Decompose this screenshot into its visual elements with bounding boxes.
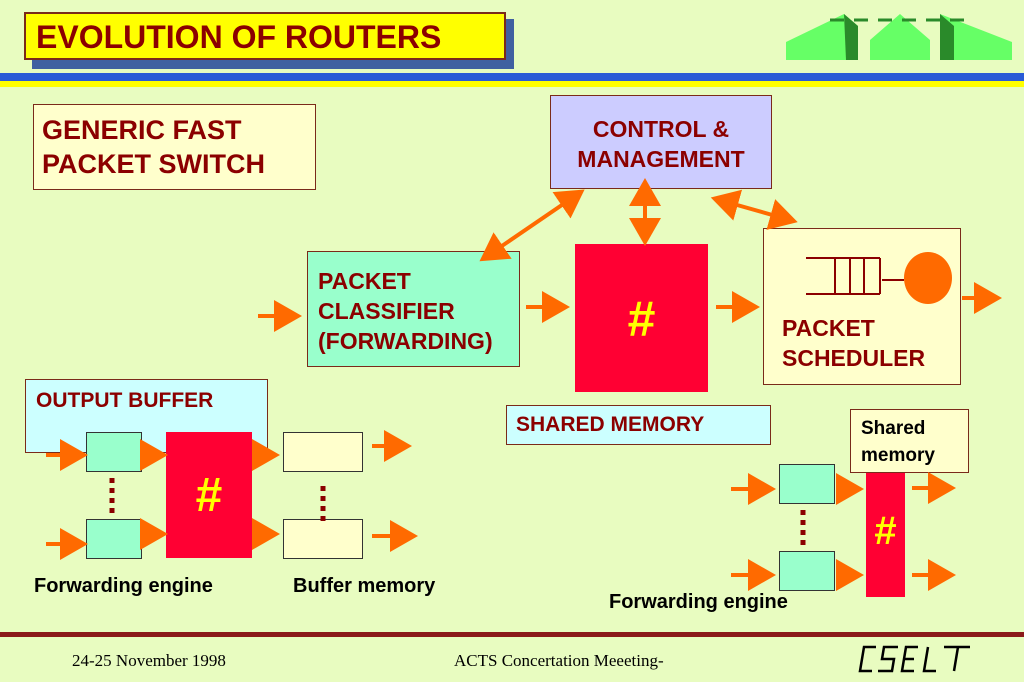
cselt-logo-icon	[858, 645, 970, 673]
control-line-1: CONTROL &	[592, 116, 730, 142]
buffer-memory-block-bottom	[283, 519, 363, 559]
scheduler-line-2: SCHEDULER	[782, 345, 926, 371]
forwarding-engine-label-left: Forwarding engine	[34, 575, 213, 597]
forwarding-engine-block-right-top	[779, 464, 835, 504]
generic-line-1: GENERIC FAST	[42, 115, 242, 145]
shared-small-line-2: memory	[861, 445, 935, 466]
classifier-line-3: (FORWARDING)	[318, 328, 493, 354]
scheduler-line-1: PACKET	[782, 315, 875, 341]
forwarding-engine-label-right: Forwarding engine	[609, 591, 788, 613]
generic-line-2: PACKET SWITCH	[42, 149, 265, 179]
shared-memory-block: #	[575, 244, 708, 392]
generic-switch-label: GENERIC FAST PACKET SWITCH	[33, 104, 316, 190]
footer-event: ACTS Concertation Meeeting-	[454, 651, 664, 670]
shared-memory-label: SHARED MEMORY	[506, 405, 771, 445]
output-hash-symbol: #	[195, 469, 223, 522]
buffer-memory-label: Buffer memory	[293, 575, 436, 597]
control-management-box: CONTROL & MANAGEMENT	[550, 95, 772, 189]
forwarding-engine-block-top	[86, 432, 142, 472]
output-buffer-memory-block: #	[166, 432, 252, 558]
forwarding-engine-block-right-bottom	[779, 551, 835, 591]
shared-small-line-1: Shared	[861, 418, 926, 439]
control-line-2: MANAGEMENT	[577, 146, 745, 172]
logo-arrows-icon	[786, 14, 1012, 60]
arrow-control-classifier	[479, 189, 585, 262]
classifier-line-2: CLASSIFIER	[318, 298, 455, 324]
arrow-control-scheduler	[710, 189, 798, 230]
buffer-memory-block-top	[283, 432, 363, 472]
memory-hash-symbol: #	[627, 291, 656, 347]
classifier-line-1: PACKET	[318, 268, 411, 294]
slide-title: EVOLUTION OF ROUTERS	[24, 12, 506, 60]
header-rule-blue	[0, 73, 1024, 81]
footer-date: 24-25 November 1998	[72, 651, 226, 670]
queue-server-icon	[806, 252, 952, 304]
header-rule-yellow	[0, 81, 1024, 87]
footer-rule	[0, 632, 1024, 637]
shared-memory-small-label: Shared memory	[850, 409, 969, 473]
packet-classifier-box: PACKET CLASSIFIER (FORWARDING)	[307, 251, 520, 367]
shared-small-hash-symbol: #	[874, 509, 897, 553]
shared-memory-small-block: #	[866, 473, 905, 597]
